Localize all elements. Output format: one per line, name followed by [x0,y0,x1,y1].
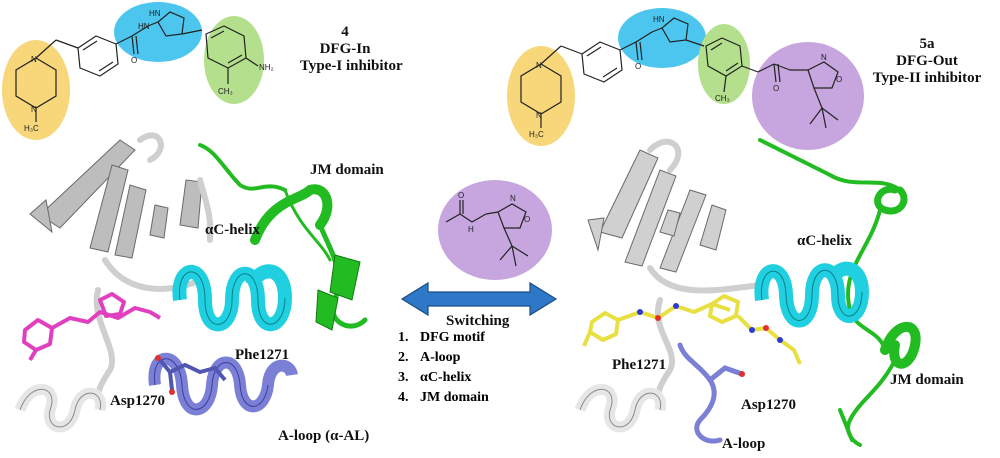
n-atom-top: N [31,55,37,64]
inhibitor-type-label: Type-I inhibitor [300,58,403,74]
pyrazole-highlight [618,8,706,68]
beta-sheet [29,139,203,259]
inhibitor-type-label: Type-II inhibitor [872,70,982,86]
ch3-aniline: CH₃ [218,87,233,96]
asp1270-label-left: Asp1270 [110,393,166,409]
n-atom-top: N [536,61,542,70]
switch-step: 3.αC-helix [398,370,472,385]
conformation-label: DFG-Out [896,53,958,69]
o-urea: O [773,84,779,93]
isoxazole-highlight [438,180,552,280]
conformation-label: DFG-In [319,41,371,57]
ac-helix-label-right: αC-helix [797,233,853,249]
n-atom-bottom: N [31,105,37,114]
jm-domain-label-left: JM domain [310,162,384,178]
o-isoxazole: O [836,75,842,84]
center-fragment-structure: O N O H [438,180,552,280]
aloop [677,342,745,444]
gray-helix [574,383,667,433]
jm-domain-label-right: JM domain [890,372,964,388]
protein-dfg-out [574,138,921,447]
switching-steps-list: 1.DFG motif 2.A-loop 3.αC-helix 4.JM dom… [398,328,489,408]
ch3-aniline: CH₃ [715,94,730,103]
h-label: H [468,225,474,234]
hn-pyrazole: HN [149,9,161,18]
nh-amide: HN [138,22,150,31]
switch-step: 1.DFG motif [398,330,485,345]
isoxazole-highlight [752,42,864,150]
gray-helix [14,383,107,433]
compound-5a-structure: N N H₃C O HN CH₃ O N O [507,8,864,150]
compound-number: 5a [919,36,935,52]
piperazine-highlight [2,40,70,140]
switching-label: Switching [446,313,510,329]
aloop-label-right: A-loop [722,436,766,452]
dfg-sticks [158,358,227,391]
o-atom: O [131,56,137,65]
n-isoxazole: N [821,53,827,62]
compound-5a-label: 5a DFG-Out Type-II inhibitor [872,36,982,87]
compound-4-structure: N N H₃C O HN HN NH₂ CH₃ [2,2,274,140]
o-isoxazole: O [524,215,530,224]
switching-arrow [400,281,558,317]
ac-helix-label-left: αC-helix [205,222,261,238]
switch-step: 2.A-loop [398,350,461,365]
compound-number: 4 [341,24,349,40]
ligand-compound-4 [22,292,162,362]
nh2-label: NH₂ [259,63,274,72]
compound-4-label: 4 DFG-In Type-I inhibitor [300,24,403,75]
asp1270-label-right: Asp1270 [741,397,797,413]
jm-domain [198,143,368,329]
jm-sheet [315,254,361,331]
phe1271-label-left: Phe1271 [235,347,290,363]
switch-step: 4.JM domain [398,390,489,405]
n-atom-bottom: N [536,111,542,120]
beta-sheet [587,149,727,273]
piperazine-highlight [507,46,575,146]
h3c-label: H₃C [529,130,544,139]
pyrazole-highlight [114,2,202,62]
phe1271-label-right: Phe1271 [612,357,667,373]
h3c-label: H₃C [24,124,39,133]
o-urea: O [458,191,464,200]
aloop-label-left: A-loop (α-AL) [278,428,370,444]
protein-dfg-in [14,132,368,433]
hn-pyrazole: HN [653,15,665,24]
n-isoxazole: N [510,194,516,203]
aloop-helix [148,352,298,416]
o-atom: O [635,62,641,71]
